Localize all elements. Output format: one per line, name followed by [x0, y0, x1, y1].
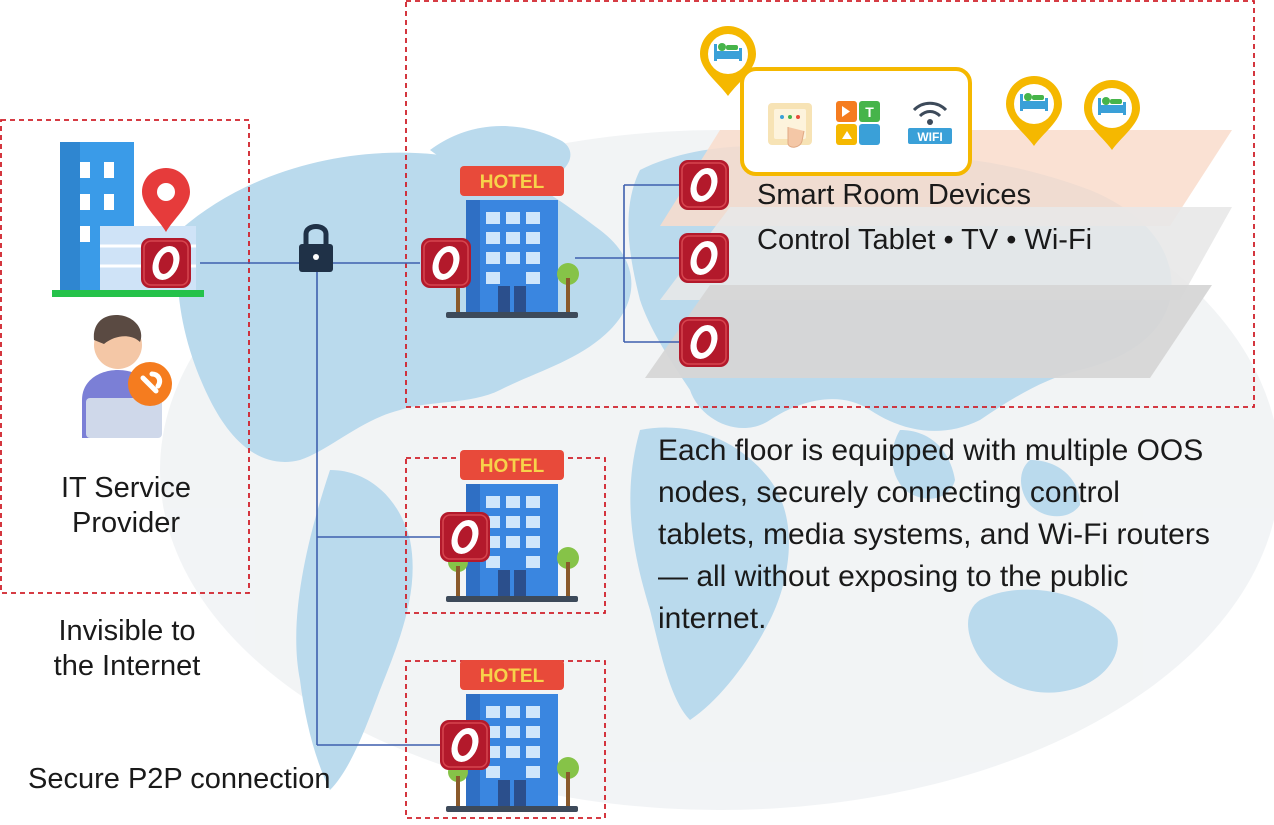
- hotel-sign-label: HOTEL: [480, 666, 545, 687]
- provider-label-line2: Provider: [72, 506, 180, 539]
- main-hotel-boundary: [405, 0, 1255, 408]
- wifi-label: WIFI: [917, 130, 942, 144]
- invisible-label-line2: the Internet: [53, 649, 201, 682]
- floor-layer-bottom: [645, 285, 1212, 378]
- floor-layer-middle: [660, 207, 1232, 300]
- technician-icon: [82, 315, 172, 438]
- padlock-icon: [299, 224, 333, 272]
- connector-lines: [200, 184, 680, 746]
- location-pin-icon: [142, 168, 190, 232]
- hotel-2-node-icon: [440, 512, 490, 562]
- floor-2-node-icon: [679, 233, 729, 283]
- hotel-signs: HOTEL HOTEL HOTEL: [480, 172, 545, 687]
- provider-label: IT Service Provider: [20, 471, 232, 541]
- control-tablet-icon: [768, 103, 812, 148]
- p2p-connection-label: Secure P2P connection: [28, 763, 331, 795]
- smart-room-devices-title: Smart Room Devices: [757, 179, 1031, 211]
- smart-device-frame: [740, 67, 972, 176]
- floor-3-node-icon: [679, 317, 729, 367]
- svg-text:T: T: [865, 104, 874, 120]
- hotel-main-node-icon: [421, 238, 471, 288]
- floor-1-node-icon: [679, 160, 729, 210]
- provider-node-icon: [141, 238, 191, 288]
- invisible-label: Invisible to the Internet: [14, 614, 240, 684]
- media-tv-icon: T: [836, 101, 880, 145]
- floor-description: Each floor is equipped with multiple OOS…: [658, 434, 1210, 635]
- smart-room-devices-list: Control Tablet • TV • Wi-Fi: [757, 224, 1093, 256]
- invisible-label-line1: Invisible to: [58, 615, 196, 647]
- provider-label-line1: IT Service: [60, 472, 191, 504]
- wifi-icon: WIFI: [908, 101, 952, 144]
- hotel-sign-label: HOTEL: [480, 456, 545, 477]
- hotel-sign-label: HOTEL: [480, 172, 545, 193]
- hotel-3-node-icon: [440, 720, 490, 770]
